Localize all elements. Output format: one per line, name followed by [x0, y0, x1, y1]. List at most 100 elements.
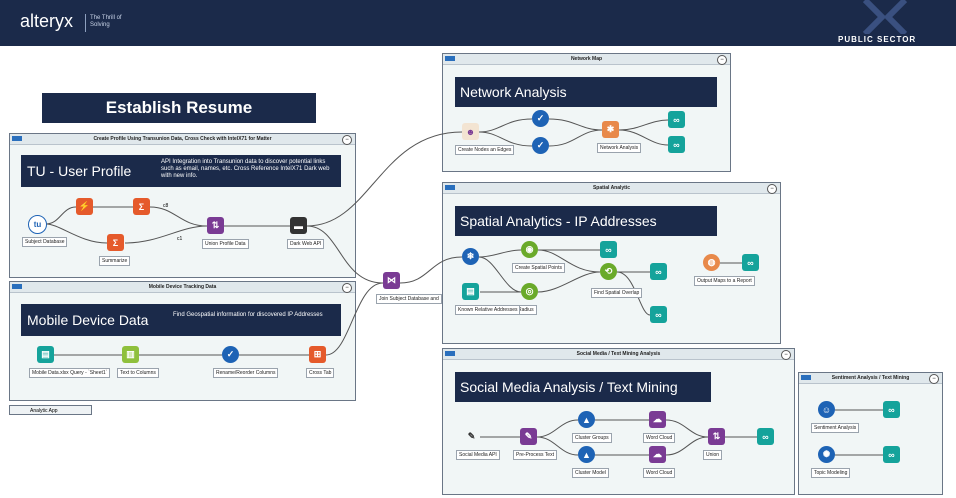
formula-icon[interactable]: ⚡	[76, 198, 93, 215]
mobile-container[interactable]: Mobile Device Tracking Data −	[9, 281, 356, 401]
social-description-box: Social Media Analysis / Text Mining	[455, 372, 711, 402]
binoculars-icon[interactable]: ∞	[668, 111, 685, 128]
container-badge	[12, 136, 22, 141]
tool-label: Text to Columns	[117, 368, 159, 378]
binoculars-icon[interactable]: ∞	[757, 428, 774, 445]
container-title: Social Media / Text Mining Analysis	[443, 349, 794, 360]
container-badge	[445, 351, 455, 356]
logo-divider	[85, 14, 86, 32]
binoculars-icon[interactable]: ∞	[742, 254, 759, 271]
container-badge	[445, 56, 455, 61]
book-icon[interactable]: ▤	[37, 346, 54, 363]
tool-label: Word Cloud	[643, 433, 676, 443]
spatial-description-box: Spatial Analytics - IP Addresses	[455, 206, 717, 236]
tool-label: Mobile Data.xlsx Query - `Sheet1`	[29, 368, 111, 378]
analytic-app-container[interactable]: Analytic App	[9, 405, 92, 415]
tool-label: Join Subject Database and	[376, 294, 442, 304]
tool-label: Output Maps to a Report	[694, 276, 755, 286]
radius-icon[interactable]: ◎	[521, 283, 538, 300]
collapse-toggle[interactable]: −	[342, 283, 352, 293]
tool-label: Pre-Process Text	[513, 450, 557, 460]
map-pin-icon[interactable]: ◉	[521, 241, 538, 258]
tool-label: Create Spatial Points	[512, 263, 565, 273]
checkmark-icon[interactable]: ✓	[222, 346, 239, 363]
book-icon[interactable]: ▤	[462, 283, 479, 300]
tool-label: Social Media API	[456, 450, 500, 460]
container-badge	[12, 284, 22, 289]
binoculars-icon[interactable]: ∞	[883, 446, 900, 463]
word-cloud-icon[interactable]: ☁	[649, 446, 666, 463]
panel-title: TU - User Profile	[27, 163, 132, 179]
panel-title: Network Analysis	[460, 84, 567, 100]
spatial-match-icon[interactable]: ⟲	[600, 263, 617, 280]
collapse-toggle[interactable]: −	[781, 350, 791, 360]
tool-label: Network Analysis	[597, 143, 642, 153]
cluster-icon[interactable]: ▲	[578, 446, 595, 463]
tool-label: Summarize	[99, 256, 131, 266]
tool-label: Cluster Groups	[572, 433, 612, 443]
dark-web-api-icon[interactable]: ▬	[290, 217, 307, 234]
tool-label: Cross Tab	[306, 368, 335, 378]
transunion-input-icon[interactable]: tu	[28, 215, 47, 234]
sentiment-icon[interactable]: ☺	[818, 401, 835, 418]
container-title: Network Map	[443, 54, 730, 65]
people-icon[interactable]: ☻	[462, 123, 479, 140]
binoculars-icon[interactable]: ∞	[600, 241, 617, 258]
establish-resume-banner: Establish Resume	[42, 93, 316, 123]
panel-title: Spatial Analytics - IP Addresses	[460, 213, 657, 229]
topic-modeling-icon[interactable]: ✺	[818, 446, 835, 463]
collapse-toggle[interactable]: −	[767, 184, 777, 194]
api-icon[interactable]: ✎	[463, 428, 480, 445]
join-icon[interactable]: ⋈	[383, 272, 400, 289]
container-title: Mobile Device Tracking Data	[10, 282, 355, 293]
container-badge	[801, 375, 811, 380]
tool-label: Create Nodes an Edges	[455, 145, 515, 155]
tool-label: Find Spatial Overlap	[591, 288, 643, 298]
panel-title: Mobile Device Data	[27, 312, 149, 328]
tool-label: Dark Web API	[287, 239, 325, 249]
container-title: Sentiment Analysis / Text Mining	[799, 373, 942, 384]
union-icon[interactable]: ⇅	[708, 428, 725, 445]
binoculars-icon[interactable]: ∞	[883, 401, 900, 418]
network-description-box: Network Analysis	[455, 77, 717, 107]
collapse-toggle[interactable]: −	[929, 374, 939, 384]
container-title: Create Profile Using Transunion Data, Cr…	[10, 134, 355, 145]
tagline: The Thrill of Solving	[90, 15, 122, 28]
panel-description: API Integration into Transunion data to …	[161, 159, 330, 179]
cross-tab-icon[interactable]: ⊞	[309, 346, 326, 363]
connection-label: c1	[177, 236, 183, 242]
binoculars-icon[interactable]: ∞	[668, 136, 685, 153]
panel-title: Social Media Analysis / Text Mining	[460, 379, 678, 395]
sigma-icon[interactable]: Σ	[133, 198, 150, 215]
tool-label: Rename/Reorder Columns	[213, 368, 279, 378]
report-icon[interactable]: ◍	[703, 254, 720, 271]
collapse-toggle[interactable]: −	[342, 135, 352, 145]
tool-label: Cluster Model	[572, 468, 609, 478]
union-icon[interactable]: ⇅	[207, 217, 224, 234]
tool-label: Word Cloud	[643, 468, 676, 478]
collapse-toggle[interactable]: −	[717, 55, 727, 65]
binoculars-icon[interactable]: ∞	[650, 306, 667, 323]
sigma-icon[interactable]: Σ	[107, 234, 124, 251]
tool-label: Known Relative Addresses	[455, 305, 521, 315]
public-sector-badge: PUBLIC SECTOR	[838, 35, 917, 44]
word-cloud-icon[interactable]: ☁	[649, 411, 666, 428]
tool-label: Sentiment Analysis	[811, 423, 860, 433]
app-header: alteryx The Thrill of Solving PUBLIC SEC…	[0, 0, 956, 46]
container-title: Spatial Analytic	[443, 183, 780, 194]
tool-label: Subject Database	[22, 237, 68, 247]
text-to-columns-icon[interactable]: ▥	[122, 346, 139, 363]
binoculars-icon[interactable]: ∞	[650, 263, 667, 280]
alteryx-logo: alteryx	[20, 11, 74, 31]
checkmark-icon[interactable]: ✓	[532, 110, 549, 127]
panel-description: Find Geospatial information for discover…	[173, 312, 323, 318]
checkmark-icon[interactable]: ✓	[532, 137, 549, 154]
network-analysis-icon[interactable]: ✱	[602, 121, 619, 138]
text-preprocess-icon[interactable]: ✎	[520, 428, 537, 445]
cluster-icon[interactable]: ▲	[578, 411, 595, 428]
tool-label: Topic Modeling	[811, 468, 851, 478]
tool-label: Union	[703, 450, 723, 460]
snowflake-icon[interactable]: ❄	[462, 248, 479, 265]
tu-description-box: TU - User Profile API Integration into T…	[21, 155, 341, 187]
